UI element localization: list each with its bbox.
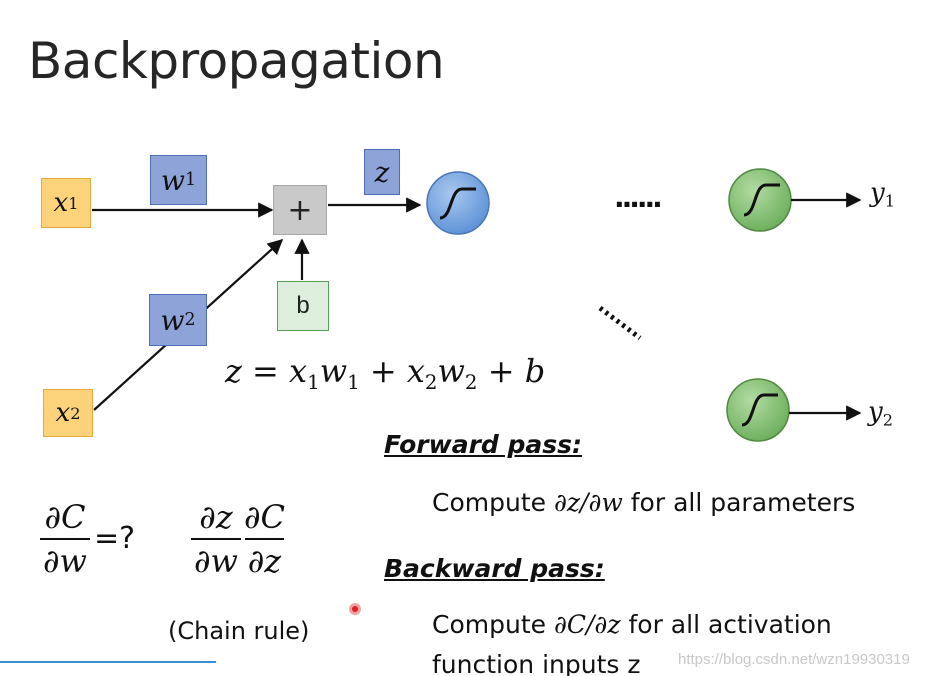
sigmoid-neuron-green-2	[726, 378, 790, 442]
sum-node: +	[273, 185, 327, 235]
forward-pass-text: Compute ∂z/∂w for all parameters	[432, 488, 856, 517]
output-y1: y1	[870, 178, 895, 211]
dz-dw-fraction: ∂z ∂w	[191, 498, 241, 580]
diagonal-ellipsis	[598, 306, 642, 340]
z-label: z	[364, 149, 400, 195]
watermark: https://blog.csdn.net/wzn19930319	[678, 651, 910, 668]
backward-pass-text: Compute ∂C/∂z for all activation	[432, 610, 832, 639]
output-y2: y2	[868, 397, 893, 430]
sigmoid-neuron-green-1	[728, 168, 792, 232]
chain-rule-label: (Chain rule)	[168, 617, 310, 645]
z-equation: z = x1w1 + x2w2 + b	[225, 352, 546, 394]
bias-b: b	[277, 281, 329, 331]
page-title: Backpropagation	[28, 32, 445, 90]
dc-dw-fraction: ∂C ∂w	[40, 498, 90, 580]
backward-pass-text-line2: function inputs z	[432, 650, 641, 676]
forward-pass-heading: Forward pass:	[384, 430, 583, 459]
chain-rule-product: ∂z ∂w ∂C ∂z	[191, 498, 288, 580]
horizontal-ellipsis: ......	[614, 181, 663, 214]
sigmoid-neuron-blue	[426, 171, 490, 235]
backward-pass-heading: Backward pass:	[384, 554, 605, 583]
dc-dz-fraction: ∂C ∂z	[243, 498, 285, 580]
derivative-question: ∂C ∂w =?	[40, 498, 135, 580]
